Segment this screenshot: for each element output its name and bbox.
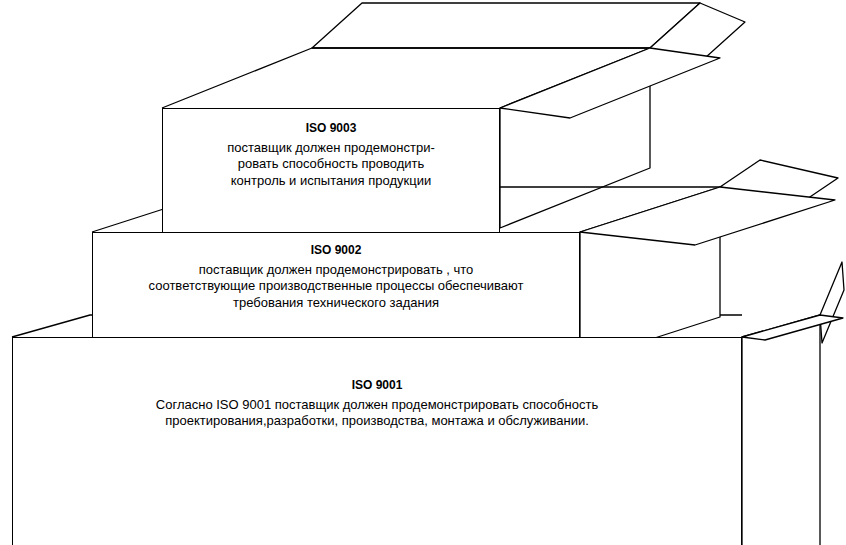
iso-box-front: ISO 9001Согласно ISO 9001 поставщик долж… [12,337,742,545]
iso-box-front: ISO 9003 поставщик должен продемонстри- р… [162,108,500,240]
box-description: Согласно ISO 9001 поставщик должен проде… [152,397,602,431]
box-heading: ISO 9001 [152,378,602,394]
box-flap [312,3,700,48]
box-flap [580,187,835,245]
box-side [742,315,820,545]
box-heading: ISO 9002 [146,243,526,259]
box-flap [820,262,844,343]
box-heading: ISO 9003 [214,121,449,137]
box-flap [500,48,720,118]
box-description: поставщик должен продемонстрировать , чт… [146,262,526,313]
box-description: поставщик должен продемонстри- ровать сп… [214,140,449,191]
box-flap [742,315,843,340]
